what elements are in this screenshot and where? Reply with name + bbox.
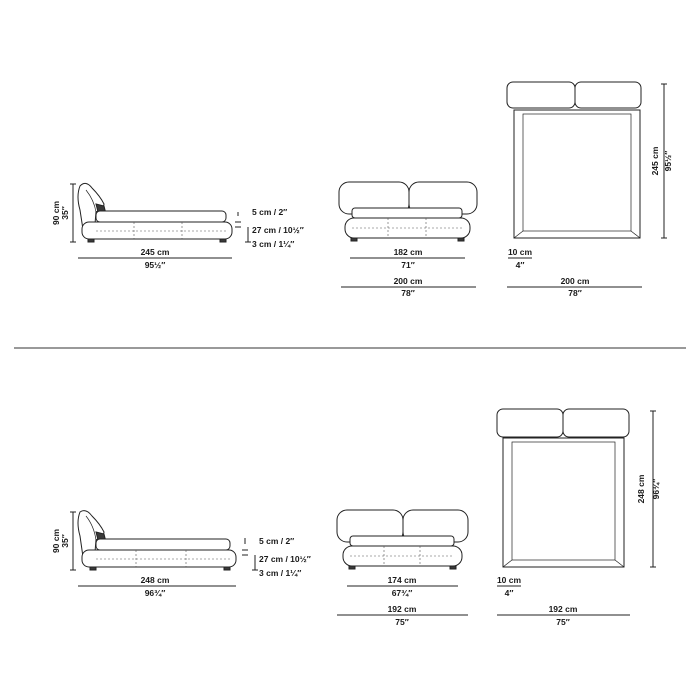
top-plan-frame-cm: 10 cm (508, 247, 533, 257)
top-plan-width-cm: 200 cm (561, 276, 590, 286)
top-section: 90 cm 35″ 245 cm 95½″ 5 cm / 2″ 27 cm / … (51, 81, 673, 298)
bottom-plan-width-in: 75″ (556, 617, 570, 627)
bottom-side-headboard (77, 510, 105, 565)
top-front-inner-cm: 182 cm (394, 247, 423, 257)
top-plan-depth-cm: 245 cm (650, 146, 660, 175)
bottom-side-length-in: 96¾″ (145, 588, 166, 598)
top-side-top-gap: 5 cm / 2″ (252, 207, 287, 217)
bottom-side-mattress (95, 538, 231, 551)
bottom-plan-width-cm: 192 cm (549, 604, 578, 614)
top-plan-width-in: 78″ (568, 288, 582, 298)
top-front-outer-cm: 200 cm (394, 276, 423, 286)
bottom-front-mattress (349, 535, 455, 547)
bottom-side-view: 90 cm 35″ 248 cm 96¾″ 5 cm / 2″ 27 cm / … (51, 510, 311, 598)
bottom-front-foot-right (449, 565, 457, 570)
bottom-side-top-gap: 5 cm / 2″ (259, 536, 294, 546)
bottom-plan-frame-cm: 10 cm (497, 575, 522, 585)
bottom-side-foot-left (89, 566, 97, 571)
bottom-side-foot-right (223, 566, 231, 571)
bottom-side-detail-dims: 5 cm / 2″ 27 cm / 10½″ 3 cm / 1¼″ (242, 536, 311, 578)
bottom-front-outer-cm: 192 cm (388, 604, 417, 614)
top-front-view: 182 cm 71″ 200 cm 78″ (338, 181, 478, 298)
top-side-length-in: 95½″ (145, 260, 166, 270)
bottom-plan-frame-outer (502, 437, 625, 568)
bottom-side-mattress-height: 27 cm / 10½″ (259, 554, 311, 564)
top-side-view: 90 cm 35″ 245 cm 95½″ 5 cm / 2″ 27 cm / … (51, 182, 304, 270)
top-side-base-height: 3 cm / 1¼″ (252, 239, 294, 249)
bottom-plan-pillow-right (562, 408, 630, 438)
bottom-plan-frame-in: 4″ (505, 588, 514, 598)
bottom-side-base (81, 549, 237, 568)
bottom-section: 90 cm 35″ 248 cm 96¾″ 5 cm / 2″ 27 cm / … (51, 408, 661, 627)
top-side-detail-dims: 5 cm / 2″ 27 cm / 10½″ 3 cm / 1¼″ (235, 207, 304, 249)
top-plan-frame-in: 4″ (516, 260, 525, 270)
bottom-plan-depth-in: 96¾″ (651, 479, 661, 500)
top-side-length-cm: 245 cm (141, 247, 170, 257)
bottom-front-view: 174 cm 67¾″ 192 cm 75″ (336, 509, 469, 627)
bottom-plan-pillow-left (496, 408, 564, 438)
top-side-foot-right (219, 238, 227, 243)
top-plan-depth-in: 95½″ (663, 151, 673, 172)
bottom-plan-depth-cm: 248 cm (636, 474, 646, 503)
bottom-side-length-cm: 248 cm (141, 575, 170, 585)
top-plan-pillow-right (574, 81, 642, 109)
top-front-foot-right (457, 237, 465, 242)
bottom-plan-frame-inner (511, 441, 616, 561)
top-front-base (344, 217, 471, 239)
top-side-mattress-height: 27 cm / 10½″ (252, 225, 304, 235)
bottom-front-foot-left (348, 565, 356, 570)
bottom-front-inner-in: 67¾″ (392, 588, 413, 598)
top-front-foot-left (350, 237, 358, 242)
top-side-height-cm: 90 cm (51, 201, 61, 226)
top-plan-view: 245 cm 95½″ 10 cm 4″ 200 cm 78″ (506, 81, 673, 298)
top-side-mattress (95, 210, 227, 223)
top-side-headboard (77, 182, 105, 237)
top-side-height-in: 35″ (60, 206, 70, 220)
top-front-mattress (351, 207, 463, 219)
top-plan-frame-outer (513, 109, 641, 239)
bottom-side-base-height: 3 cm / 1¼″ (259, 568, 301, 578)
top-plan-pillow-left (506, 81, 576, 109)
top-side-base (81, 221, 233, 240)
top-front-inner-in: 71″ (401, 260, 415, 270)
top-front-outer-in: 78″ (401, 288, 415, 298)
bottom-side-height-cm: 90 cm (51, 529, 61, 554)
top-side-foot-left (87, 238, 95, 243)
bottom-front-outer-in: 75″ (395, 617, 409, 627)
top-plan-frame-inner (522, 113, 632, 232)
bottom-plan-view: 248 cm 96¾″ 10 cm 4″ 192 cm 75″ (496, 408, 661, 627)
bottom-front-inner-cm: 174 cm (388, 575, 417, 585)
bottom-side-height-in: 35″ (60, 534, 70, 548)
